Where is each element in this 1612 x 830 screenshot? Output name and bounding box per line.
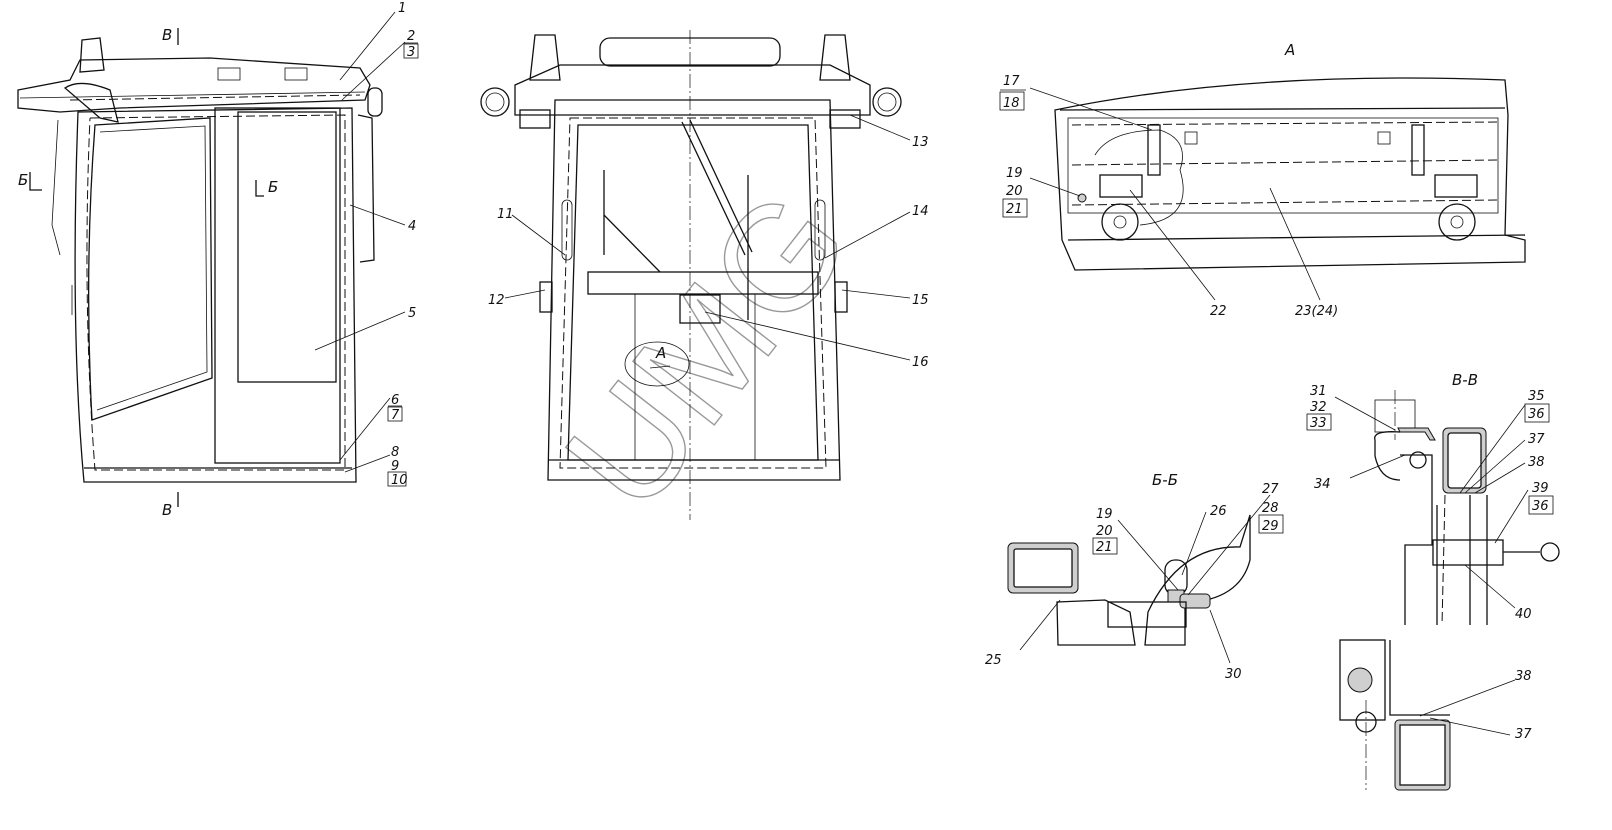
callout-9: 9 [391, 459, 399, 474]
callout-13: 13 [912, 135, 929, 150]
callout-33: 33 [1310, 416, 1327, 431]
callout-34: 34 [1314, 477, 1331, 492]
callout-21: 21 [1006, 202, 1023, 217]
section-v-v: В-В 31 32 33 34 35 36 37 38 39 36 40 38 … [1306, 371, 1560, 791]
callout-27: 27 [1262, 482, 1279, 497]
callout-39: 39 [1532, 481, 1549, 496]
callout-40: 40 [1515, 607, 1532, 622]
section-bb-title: Б-Б [1152, 471, 1178, 489]
callout-22: 22 [1210, 304, 1227, 319]
callout-38: 38 [1528, 455, 1545, 470]
callout-1: 1 [398, 1, 406, 16]
callout-17: 17 [1003, 74, 1020, 89]
section-vv-title: В-В [1452, 371, 1478, 389]
callout-32: 32 [1310, 400, 1327, 415]
callout-4: 4 [408, 219, 416, 234]
callout-19b: 19 [1096, 507, 1113, 522]
section-mark-v-top: В [162, 26, 172, 44]
callout-15: 15 [912, 293, 929, 308]
callout-28: 28 [1262, 501, 1279, 516]
callout-36: 36 [1528, 407, 1545, 422]
callout-29: 29 [1262, 519, 1279, 534]
callout-20: 20 [1006, 184, 1023, 199]
section-mark-v-bottom: В [162, 501, 172, 519]
callout-23-24: 23(24) [1295, 304, 1338, 319]
callout-6: 6 [391, 393, 399, 408]
callout-37b: 37 [1515, 727, 1532, 742]
callout-30: 30 [1225, 667, 1242, 682]
callout-14: 14 [912, 204, 929, 219]
callout-21b: 21 [1096, 540, 1113, 555]
callout-11: 11 [497, 207, 514, 222]
callout-37: 37 [1528, 432, 1545, 447]
side-view: В В Б Б 1 2 3 4 5 6 7 8 9 10 [17, 1, 419, 519]
callout-7: 7 [391, 408, 400, 423]
section-b-b: Б-Б 19 20 21 26 27 28 29 25 30 [985, 471, 1284, 682]
section-mark-b-left: Б [18, 171, 28, 189]
detail-a-title: А [1284, 41, 1295, 59]
callout-31: 31 [1310, 384, 1327, 399]
watermark: UMG [532, 160, 881, 541]
callout-8: 8 [391, 445, 399, 460]
callout-16: 16 [912, 355, 929, 370]
callout-35: 35 [1528, 389, 1545, 404]
callout-2: 2 [407, 29, 415, 44]
view-mark-a: А [655, 344, 666, 362]
detail-a: А 17 18 19 20 21 22 23(24) [999, 41, 1526, 319]
callout-18: 18 [1003, 96, 1020, 111]
callout-25: 25 [985, 653, 1002, 668]
callout-38b: 38 [1515, 669, 1532, 684]
svg-text:UMG: UMG [533, 161, 881, 540]
callout-36b: 36 [1532, 499, 1549, 514]
section-mark-b-right: Б [268, 178, 278, 196]
callout-12: 12 [488, 293, 505, 308]
callout-3: 3 [407, 45, 415, 60]
callout-20b: 20 [1096, 524, 1113, 539]
callout-5: 5 [408, 306, 416, 321]
callout-19: 19 [1006, 166, 1023, 181]
front-view: А 11 12 13 14 15 16 [480, 30, 929, 520]
callout-26: 26 [1210, 504, 1227, 519]
callout-10: 10 [391, 473, 408, 488]
